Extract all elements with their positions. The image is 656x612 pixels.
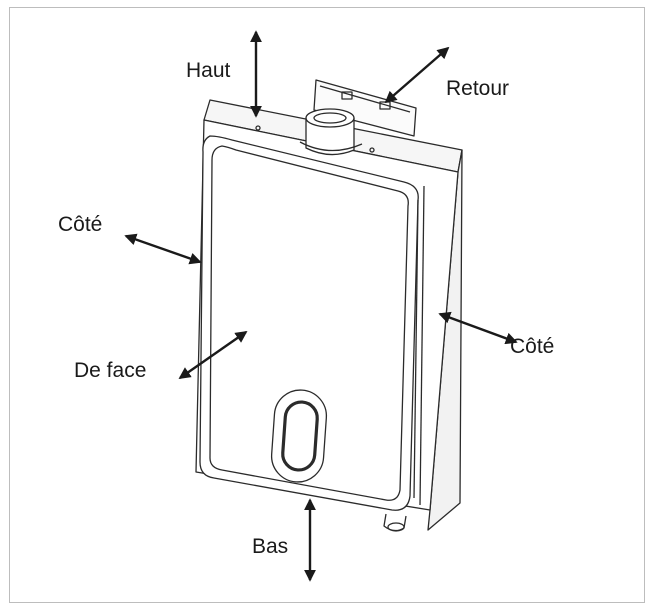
display-window	[270, 389, 328, 483]
label-front: De face	[74, 359, 147, 382]
label-side-left: Côté	[58, 213, 103, 236]
mounting-bracket	[313, 79, 417, 137]
right-side-clearance-arrow	[438, 311, 518, 345]
diagram-frame	[9, 7, 645, 603]
water-heater-unit	[195, 79, 463, 532]
back-clearance-arrow	[384, 46, 450, 104]
label-back: Retour	[446, 77, 510, 100]
flue-collar	[299, 108, 363, 156]
label-top: Haut	[186, 59, 231, 82]
front-clearance-arrow	[178, 330, 248, 380]
label-side-right: Côté	[510, 335, 555, 358]
left-side-clearance-arrow	[124, 233, 202, 265]
bottom-fitting	[383, 513, 407, 532]
label-bottom: Bas	[252, 535, 289, 558]
